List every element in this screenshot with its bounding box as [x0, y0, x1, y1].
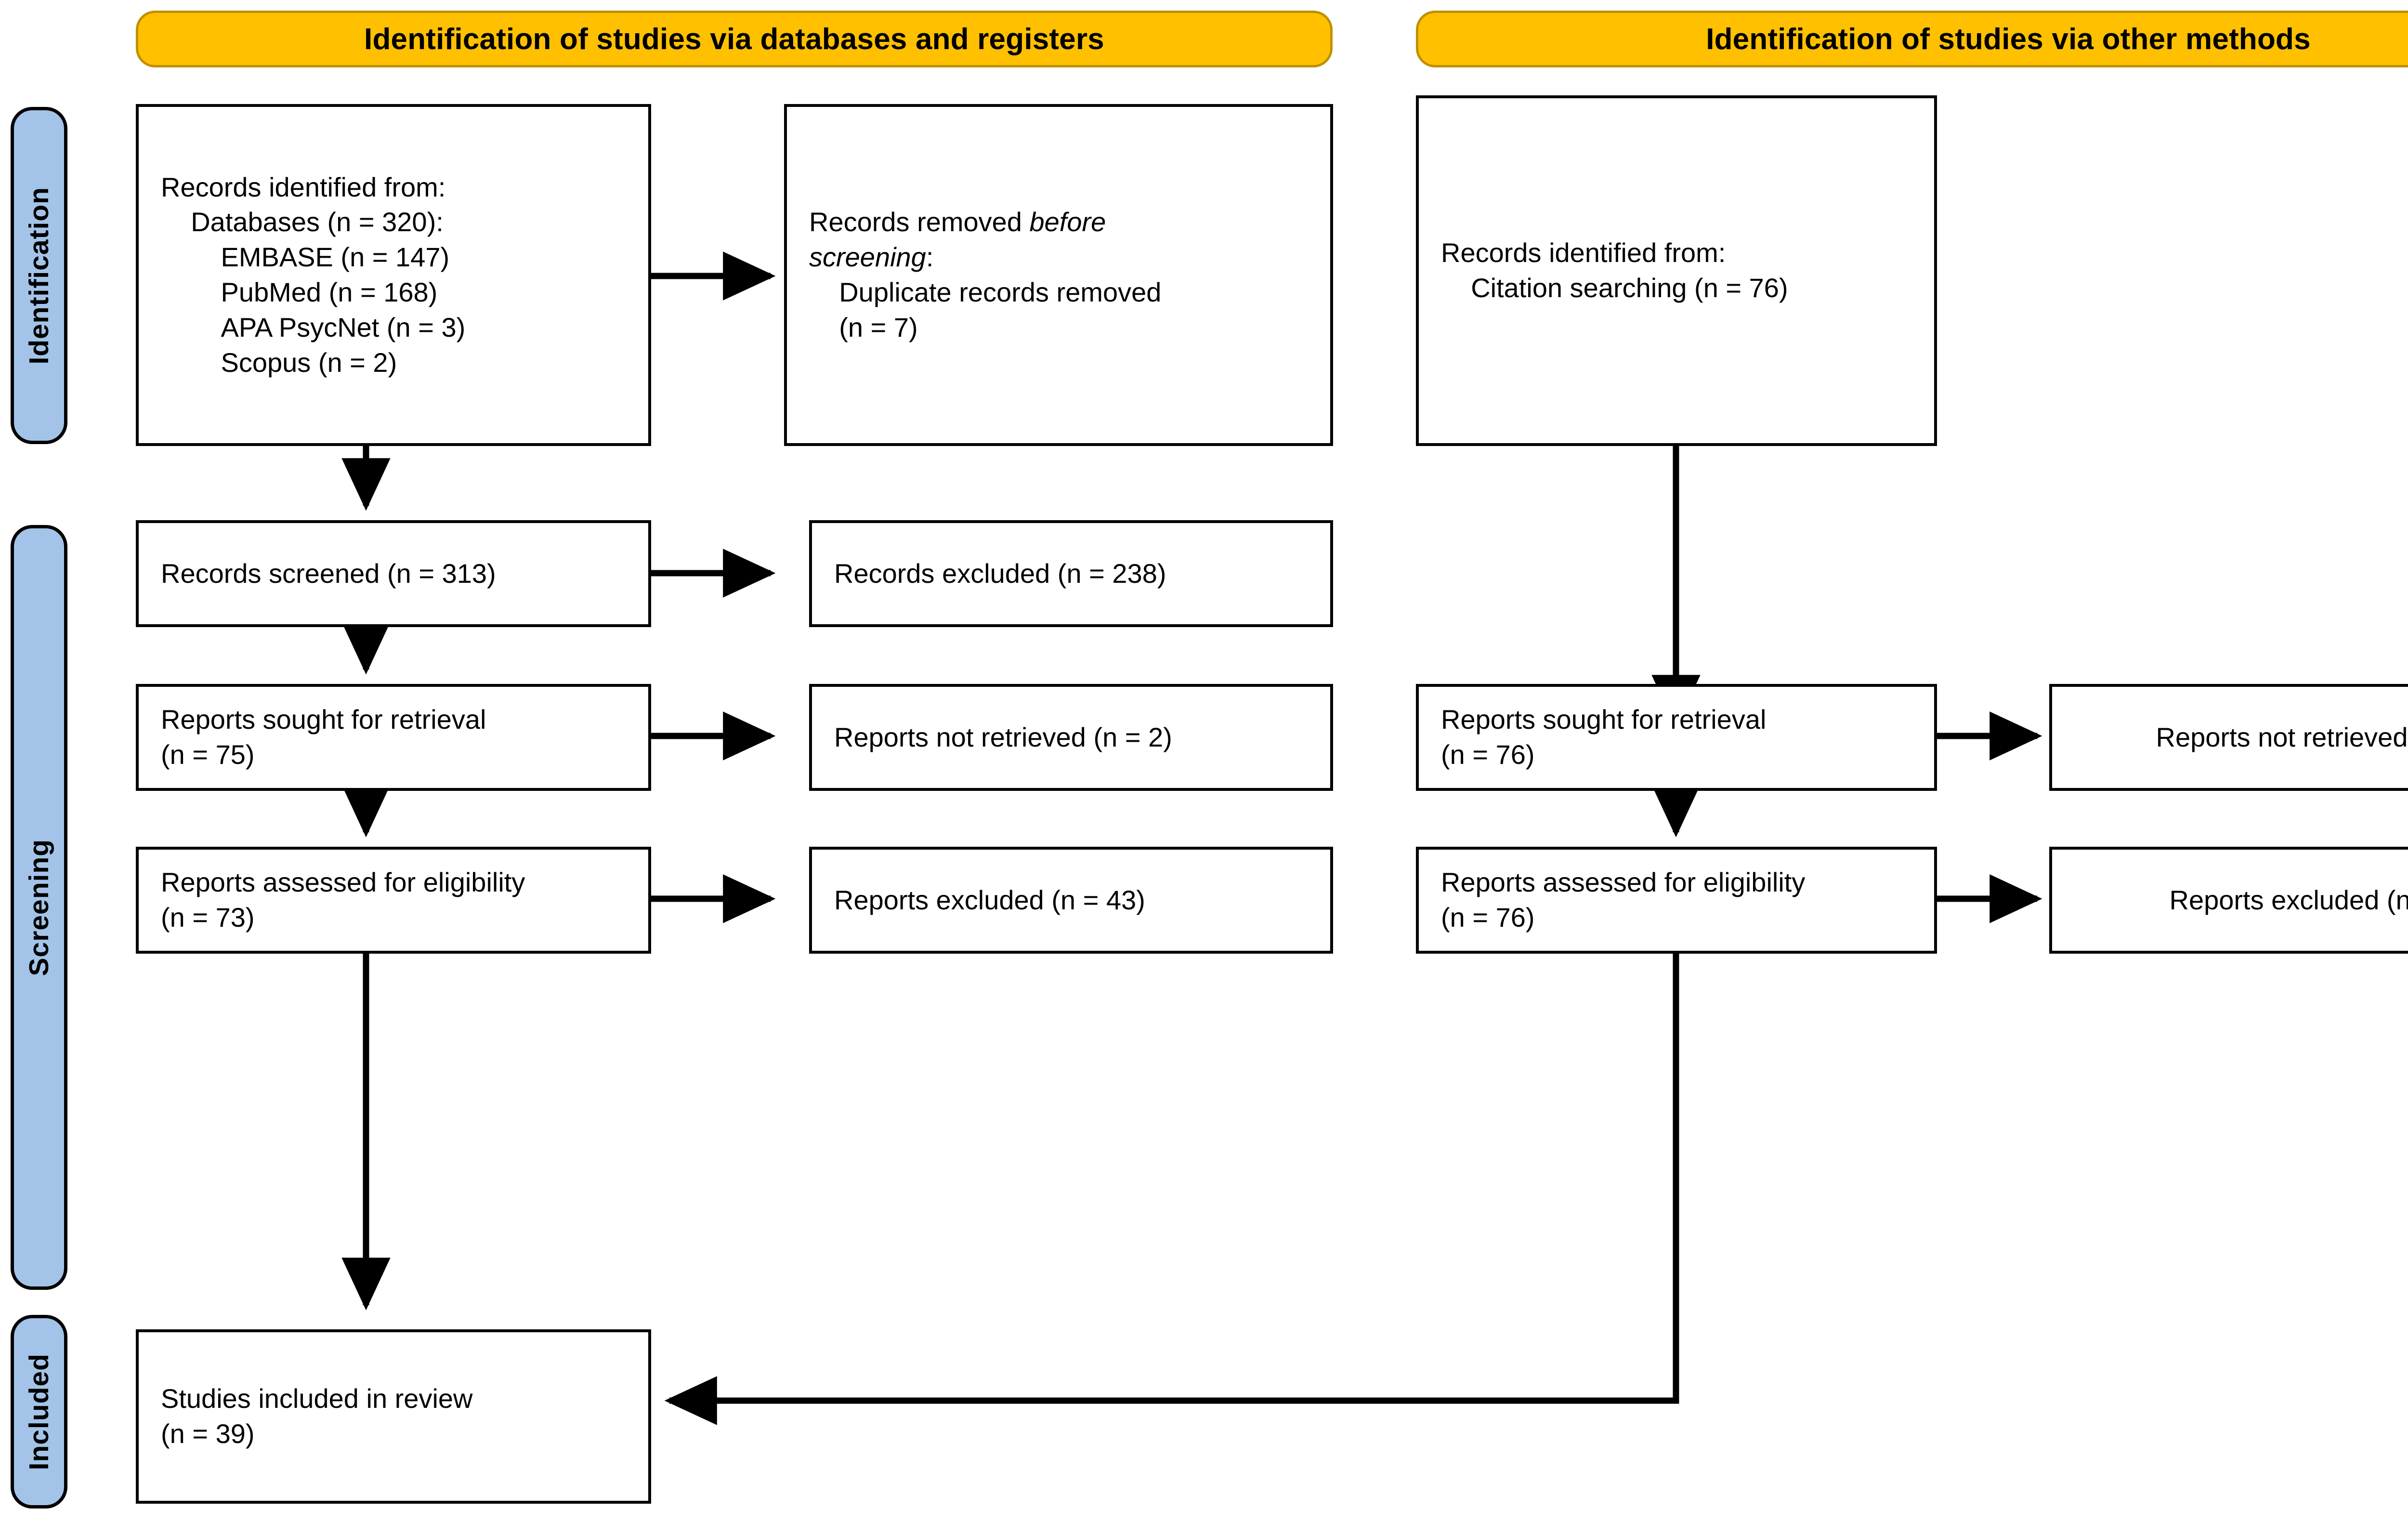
node-reports-not-retrieved-other: Reports not retrieved (n = 0) [2049, 684, 2408, 791]
node-reports-assessed-for-eligibility-other: Reports assessed for eligibility(n = 76) [1416, 847, 1937, 954]
phase-label-included: Included [11, 1315, 67, 1509]
node-reports-excluded-other-text: Reports excluded (n = 67) [2169, 884, 2408, 915]
phase-screening-text: Screening [24, 839, 54, 976]
node-reports-excluded-other: Reports excluded (n = 67) [2049, 847, 2408, 954]
node-records-identified-other-text: Records identified from: Citation search… [1441, 237, 1788, 303]
banner-databases-label: Identification of studies via databases … [364, 22, 1104, 56]
node-reports-not-retrieved: Reports not retrieved (n = 2) [809, 684, 1333, 791]
banner-databases-and-registers: Identification of studies via databases … [136, 11, 1333, 67]
node-reports-assessed-text: Reports assessed for eligibility(n = 73) [161, 867, 525, 932]
node-records-excluded: Records excluded (n = 238) [809, 520, 1333, 627]
phase-included-text: Included [24, 1353, 54, 1470]
node-reports-sought-for-retrieval-other: Reports sought for retrieval(n = 76) [1416, 684, 1937, 791]
node-records-identified-databases: Records identified from: Databases (n = … [136, 104, 651, 446]
phase-label-identification: Identification [11, 107, 67, 444]
phase-label-screening: Screening [11, 525, 67, 1290]
node-reports-sought-text: Reports sought for retrieval(n = 75) [161, 704, 486, 770]
node-reports-excluded: Reports excluded (n = 43) [809, 847, 1333, 954]
node-reports-sought-for-retrieval: Reports sought for retrieval(n = 75) [136, 684, 651, 791]
node-reports-not-retrieved-text: Reports not retrieved (n = 2) [834, 722, 1172, 752]
node-records-excluded-text: Records excluded (n = 238) [834, 558, 1166, 589]
arrow-oth-assessed-to-included [664, 954, 1679, 1425]
node-reports-assessed-for-eligibility: Reports assessed for eligibility(n = 73) [136, 847, 651, 954]
node-records-screened-text: Records screened (n = 313) [161, 558, 496, 589]
node-records-identified-other-methods: Records identified from: Citation search… [1416, 95, 1937, 446]
node-records-identified-databases-text: Records identified from: Databases (n = … [161, 171, 466, 378]
banner-other-methods-label: Identification of studies via other meth… [1706, 22, 2311, 56]
node-reports-excluded-text: Reports excluded (n = 43) [834, 884, 1145, 915]
node-studies-included-in-review: Studies included in review(n = 39) [136, 1329, 651, 1504]
banner-other-methods: Identification of studies via other meth… [1416, 11, 2408, 67]
node-reports-not-retrieved-other-text: Reports not retrieved (n = 0) [2156, 722, 2408, 752]
node-studies-included-text: Studies included in review(n = 39) [161, 1383, 473, 1449]
phase-identification-text: Identification [24, 186, 54, 365]
node-reports-sought-other-text: Reports sought for retrieval(n = 76) [1441, 704, 1767, 770]
node-records-screened: Records screened (n = 313) [136, 520, 651, 627]
node-reports-assessed-other-text: Reports assessed for eligibility(n = 76) [1441, 867, 1806, 932]
